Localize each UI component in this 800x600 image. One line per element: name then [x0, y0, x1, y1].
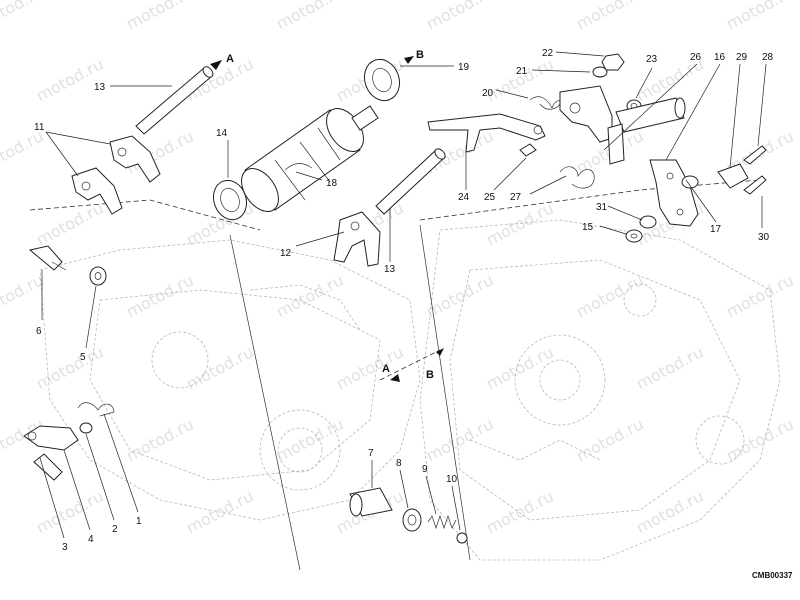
watermark-text: motod.ru [723, 414, 797, 465]
callout-20: 20 [482, 88, 494, 99]
watermark-text: motod.ru [33, 486, 107, 537]
callout-12: 12 [280, 248, 292, 259]
callout-24: 24 [458, 192, 470, 203]
section-letter-a-mid: A [382, 363, 390, 375]
watermark-text: motod.ru [423, 0, 497, 34]
callout-9: 9 [422, 464, 428, 475]
callout-8: 8 [396, 458, 402, 469]
callout-19: 19 [458, 62, 470, 73]
callout-22: 22 [542, 48, 554, 59]
section-letter-a-top: A [226, 53, 234, 65]
watermark-text: motod.ru [573, 414, 647, 465]
callout-4: 4 [88, 534, 94, 545]
watermark-text: motod.ru [33, 198, 107, 249]
section-lines [29, 179, 761, 571]
drum-washer-14 [212, 179, 248, 221]
watermark-text: motod.ru [633, 486, 707, 537]
watermark-text: motod.ru [483, 198, 557, 249]
plunger-assembly [349, 487, 468, 544]
watermark-text: motod.ru [723, 0, 797, 34]
callout-27: 27 [510, 192, 522, 203]
callout-7: 7 [368, 448, 374, 459]
return-spring-27 [559, 166, 595, 189]
fork-shaft-upper [135, 66, 214, 135]
watermark-text: motod.ru [0, 270, 47, 321]
watermark-text: motod.ru [483, 54, 557, 105]
section-letter-b-top: B [416, 49, 424, 61]
callout-23: 23 [646, 54, 658, 65]
callout-31: 31 [596, 202, 608, 213]
watermark-text: motod.ru [33, 54, 107, 105]
callout-13-upper: 13 [94, 82, 106, 93]
callout-17: 17 [710, 224, 722, 235]
leader-lines [39, 51, 767, 539]
callout-25: 25 [484, 192, 496, 203]
pin-25 [519, 143, 537, 157]
watermark-text: motod.ru [573, 270, 647, 321]
callout-1: 1 [136, 516, 142, 527]
callout-15: 15 [582, 222, 594, 233]
callout-6: 6 [36, 326, 42, 337]
callout-3: 3 [62, 542, 68, 553]
callout-16: 16 [714, 52, 726, 63]
callout-5: 5 [80, 352, 86, 363]
watermark-text: motod.ru [0, 126, 47, 177]
shift-forks-left [71, 135, 161, 215]
small-washers [625, 215, 657, 243]
engine-casing-background [39, 219, 781, 561]
watermark-text: motod.ru [633, 342, 707, 393]
selector-pawl-lever [427, 113, 546, 153]
callout-21: 21 [516, 66, 528, 77]
watermark-text: motod.ru [483, 342, 557, 393]
gear-shift-shaft [559, 85, 686, 165]
shift-plate [649, 159, 699, 227]
watermark-text: motod.ru [333, 342, 407, 393]
drawing-code: CMB00337 [752, 571, 793, 580]
watermark-text: motod.ru [123, 414, 197, 465]
watermark-text: motod.ru [423, 414, 497, 465]
callout-29: 29 [736, 52, 748, 63]
callout-18: 18 [326, 178, 338, 189]
watermark-text: motod.ru [273, 0, 347, 34]
watermark-text: motod.ru [0, 0, 47, 34]
watermark-text: motod.ru [33, 342, 107, 393]
drum-washer-19 [363, 58, 401, 102]
callout-26: 26 [690, 52, 702, 63]
selector-drum [241, 105, 379, 212]
neutral-switch [28, 245, 107, 286]
watermark-text: motod.ru [273, 270, 347, 321]
callout-2: 2 [112, 524, 118, 535]
shift-fork-center [333, 211, 381, 267]
section-letter-b-mid: B [426, 369, 434, 381]
watermark-text: motod.ru [123, 0, 197, 34]
callout-labels: 13 11 14 18 19 12 13 24 20 21 22 23 26 1… [34, 48, 793, 580]
callout-13-lower: 13 [384, 264, 396, 275]
callout-11: 11 [34, 122, 45, 133]
section-arrows [210, 56, 444, 382]
watermark-text: motod.ru [183, 342, 257, 393]
watermark-text: motod.ru [483, 486, 557, 537]
fork-shaft-lower [375, 148, 446, 215]
callout-10: 10 [446, 474, 458, 485]
watermark-text: motod.ru [723, 270, 797, 321]
callout-28: 28 [762, 52, 774, 63]
link-and-bolts [681, 145, 767, 195]
watermark-text: motod.ru [273, 414, 347, 465]
watermark-text: motod.ru [573, 0, 647, 34]
watermark-text: motod.ru [123, 270, 197, 321]
callout-30: 30 [758, 232, 770, 243]
callout-14: 14 [216, 128, 228, 139]
nut-and-washer [592, 53, 625, 78]
